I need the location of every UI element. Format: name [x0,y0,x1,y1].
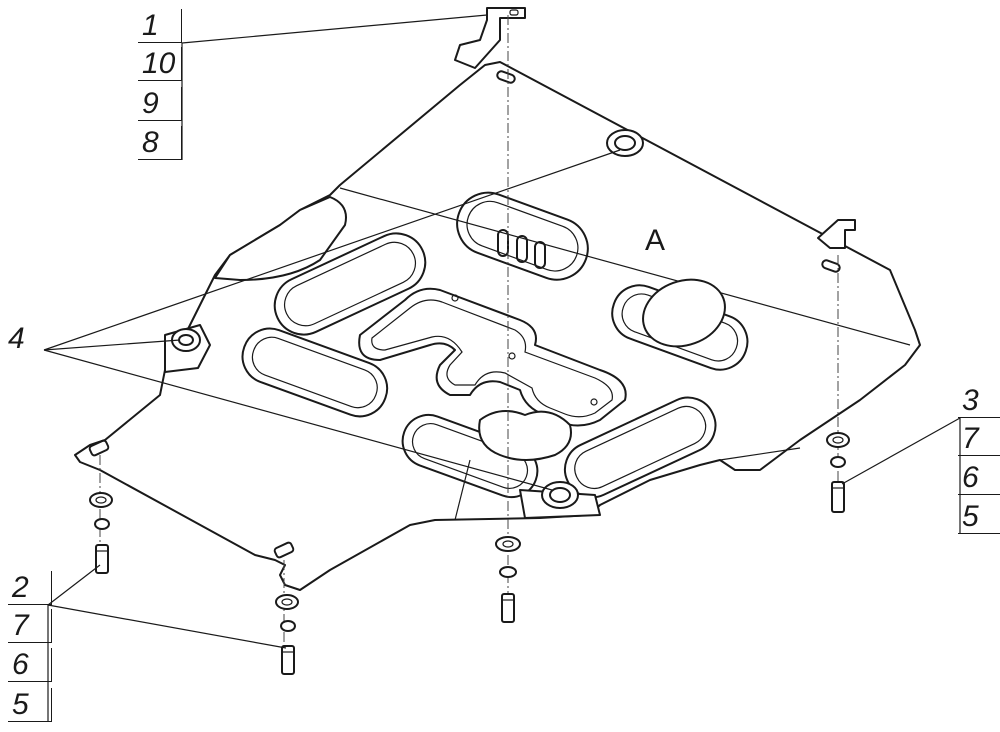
right-bracket [817,219,856,249]
callout-label-10: 10 [138,47,182,81]
vent-slots [497,229,546,269]
fastener-stack-center [495,536,521,623]
mounting-slots [88,70,841,559]
callout-label-9: 9 [138,87,182,121]
callout-label-7-left: 7 [8,609,52,643]
fastener-stack-bottom [275,594,299,675]
filter-access-opening [478,410,572,461]
leader-lines [43,14,961,722]
callout-label-8: 8 [138,126,182,160]
callout-label-2: 2 [8,571,52,605]
fastener-stack-left [89,492,113,574]
oil-drain-opening [642,278,726,348]
fastener-stack-right [826,432,850,513]
callout-label-5-left: 5 [8,688,52,722]
weld-nuts [164,129,644,519]
bend-line-lower [454,447,801,521]
callout-label-7-right: 7 [958,422,1000,456]
skid-plate-outline [74,61,921,591]
callout-label-5-right: 5 [958,500,1000,534]
callout-label-3: 3 [958,384,1000,418]
plate-mark-text: A [645,224,665,257]
callout-label-1: 1 [138,9,182,43]
callout-label-6-left: 6 [8,648,52,682]
callout-label-6-right: 6 [958,461,1000,495]
left-flange [214,196,347,281]
top-bracket [454,7,526,69]
callout-label-4: 4 [8,322,25,355]
